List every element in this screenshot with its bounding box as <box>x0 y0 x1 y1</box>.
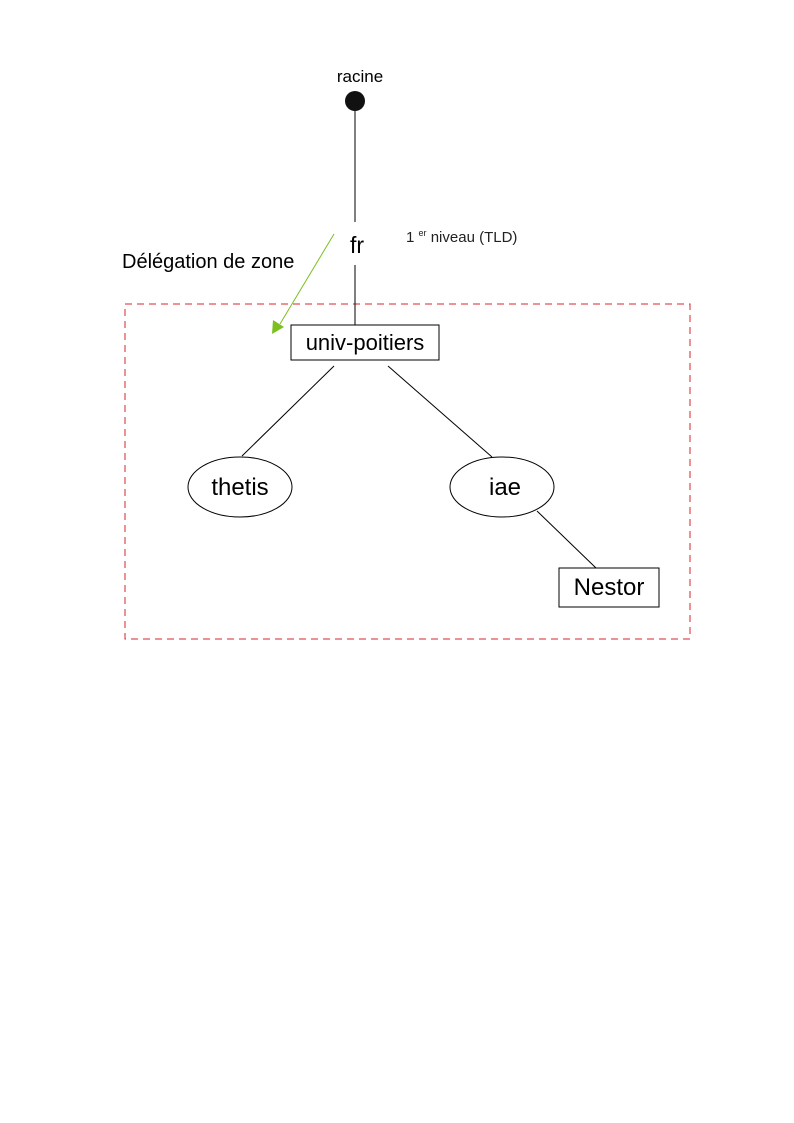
tld-note-prefix: 1 <box>406 229 414 246</box>
delegated-zone-box <box>124 303 691 640</box>
node-univ-poitiers-label: univ-poitiers <box>306 330 425 355</box>
node-thetis-label: thetis <box>211 474 268 501</box>
edge-univ-iae <box>387 365 493 458</box>
delegation-arrowhead <box>272 320 284 334</box>
edge-iae-nestor <box>536 510 597 569</box>
root-node <box>345 91 365 111</box>
node-iae-ellipse <box>449 456 555 518</box>
edge-univ-thetis <box>241 365 335 457</box>
delegation-label: Délégation de zone <box>122 251 294 273</box>
delegation-arrow-line <box>279 233 335 325</box>
node-iae-label: iae <box>489 474 521 501</box>
tld-note: 1 er niveau (TLD) <box>406 223 517 246</box>
root-label: racine <box>337 67 383 86</box>
node-univ-poitiers-box <box>290 324 440 361</box>
node-nestor-label: Nestor <box>574 574 645 601</box>
node-thetis-ellipse <box>187 456 293 518</box>
tld-note-superscript: er <box>419 228 427 238</box>
node-nestor-box <box>558 567 660 608</box>
tld-note-suffix: niveau (TLD) <box>431 229 518 246</box>
tld-node-fr: fr <box>350 232 364 258</box>
